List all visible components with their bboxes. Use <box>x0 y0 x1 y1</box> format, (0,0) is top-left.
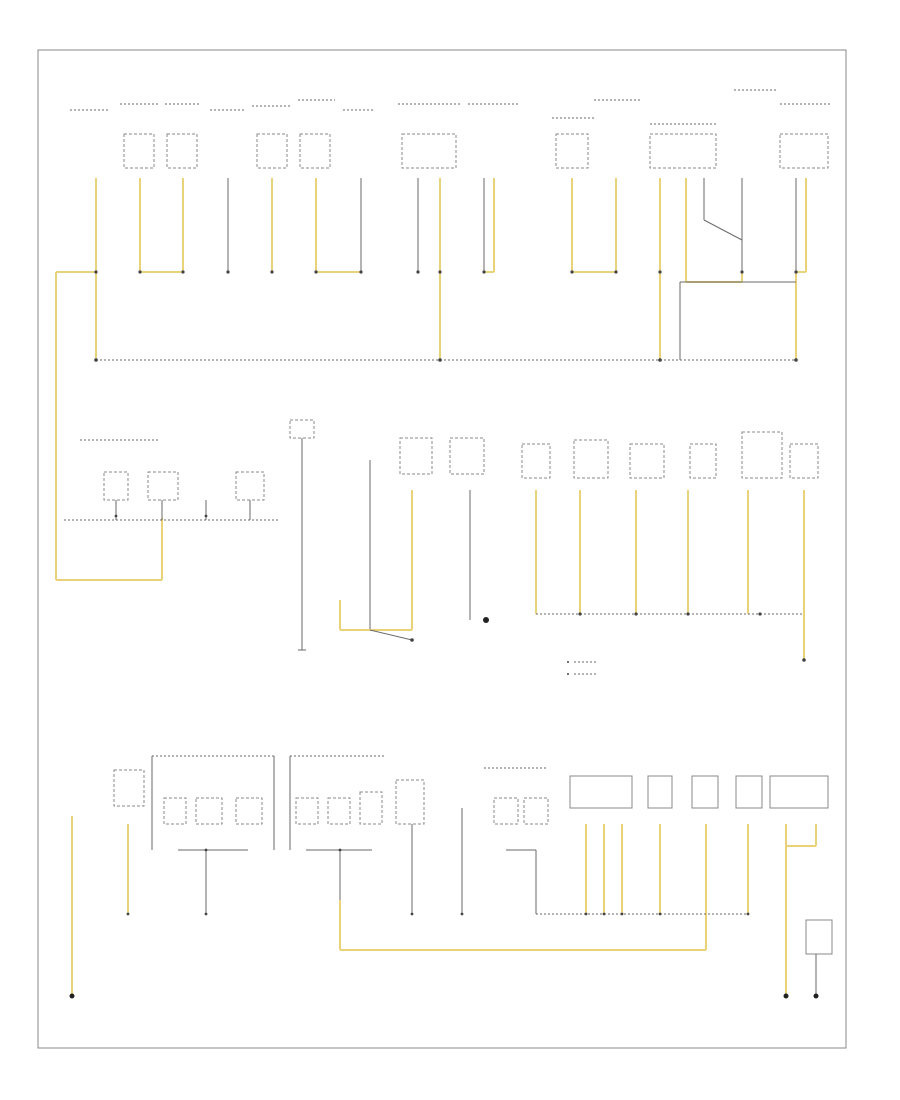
middle-components <box>64 419 819 675</box>
top-components <box>70 89 830 169</box>
bottom-components <box>69 755 833 999</box>
top-nodes <box>94 270 798 362</box>
top-wires <box>55 178 807 581</box>
diagram-frame <box>37 49 847 1049</box>
